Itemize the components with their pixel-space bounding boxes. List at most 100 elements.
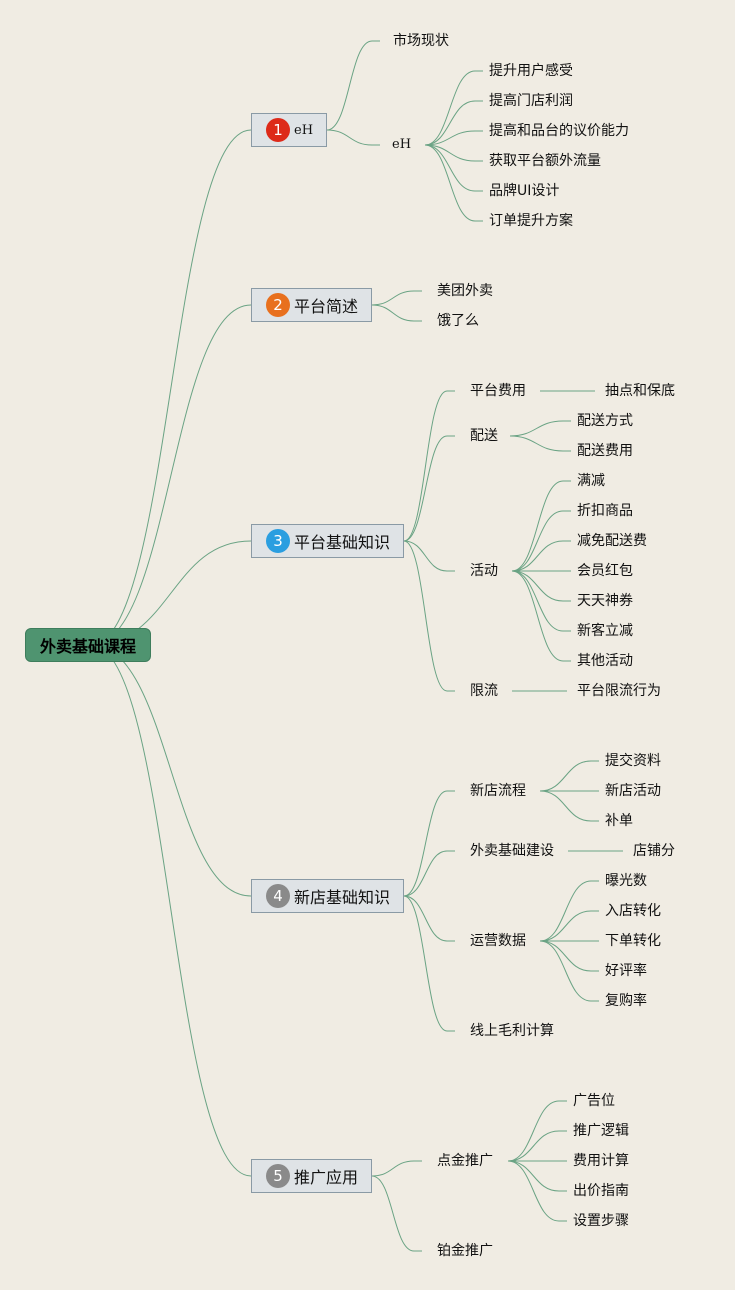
topic-to-child-line [371, 1160, 415, 1177]
topic-to-child-line [403, 850, 448, 897]
root-to-topic-line [90, 129, 252, 646]
child-to-leaf-line [511, 540, 564, 572]
topic-label: 平台简述 [294, 297, 359, 316]
root-to-topic-line [90, 644, 252, 1177]
leaf-node[interactable]: 费用计算 [573, 1153, 629, 1169]
leaf-node[interactable]: 复购率 [605, 993, 647, 1009]
child-to-leaf-line [539, 940, 592, 1002]
child-to-leaf-line [511, 510, 564, 572]
child-to-leaf-line [539, 790, 592, 822]
topic-label: 平台基础知识 [294, 533, 391, 552]
topic-to-child-line [403, 790, 448, 897]
child-node[interactable]: 点金推广 [437, 1153, 493, 1169]
leaf-node[interactable]: 品牌UI设计 [489, 183, 560, 199]
topic-to-child-line [371, 1175, 415, 1252]
topic-to-child-line [326, 40, 373, 131]
child-node[interactable]: 线上毛利计算 [470, 1023, 554, 1039]
leaf-node[interactable]: 其他活动 [577, 653, 633, 669]
leaf-node[interactable]: 配送方式 [577, 413, 633, 429]
leaf-node[interactable]: 配送费用 [577, 443, 633, 459]
root-to-topic-line [90, 304, 252, 646]
topic-label: 推广应用 [294, 1168, 359, 1187]
child-to-leaf-line [507, 1160, 560, 1222]
topic-to-child-line [326, 129, 373, 146]
leaf-node[interactable]: 设置步骤 [573, 1213, 629, 1229]
topic-to-child-line [371, 304, 415, 322]
leaf-node[interactable]: 新店活动 [605, 783, 661, 799]
topic-to-child-line [403, 435, 448, 542]
child-to-leaf-line [509, 435, 564, 452]
leaf-node[interactable]: 满减 [577, 473, 605, 489]
leaf-node[interactable]: 推广逻辑 [573, 1123, 629, 1139]
leaf-node[interactable]: 折扣商品 [577, 503, 633, 519]
child-node[interactable]: 配送 [470, 428, 498, 444]
topic-to-child-line [403, 540, 448, 692]
child-to-leaf-line [507, 1100, 560, 1162]
child-to-leaf-line [511, 570, 564, 632]
root-node[interactable]: 外卖基础课程 [25, 628, 151, 662]
leaf-node[interactable]: 曝光数 [605, 873, 647, 889]
child-to-leaf-line [539, 940, 592, 972]
child-node[interactable]: 美团外卖 [437, 283, 493, 299]
child-node[interactable]: 铂金推广 [437, 1243, 493, 1259]
leaf-node[interactable]: 减免配送费 [577, 533, 647, 549]
child-node[interactable]: 限流 [470, 683, 498, 699]
child-to-leaf-line [507, 1160, 560, 1192]
leaf-node[interactable]: 订单提升方案 [489, 213, 573, 229]
child-to-leaf-line [424, 144, 476, 222]
child-to-leaf-line [509, 420, 564, 437]
topic-to-child-line [403, 390, 448, 542]
child-node[interactable]: 市场现状 [393, 33, 449, 49]
child-node[interactable]: 平台费用 [470, 383, 526, 399]
number-badge-icon: 1 [266, 118, 290, 142]
leaf-node[interactable]: 好评率 [605, 963, 647, 979]
child-to-leaf-line [424, 130, 476, 146]
child-to-leaf-line [539, 910, 592, 942]
child-node[interactable]: 活动 [470, 563, 498, 579]
leaf-node[interactable]: 提交资料 [605, 753, 661, 769]
leaf-node[interactable]: 会员红包 [577, 563, 633, 579]
topic-label: eH [294, 122, 314, 138]
child-to-leaf-line [539, 760, 592, 792]
leaf-node[interactable]: 出价指南 [573, 1183, 629, 1199]
leaf-node[interactable]: 提高门店利润 [489, 93, 573, 109]
child-to-leaf-line [511, 480, 564, 572]
child-to-leaf-line [511, 570, 564, 602]
child-node[interactable]: 外卖基础建设 [470, 843, 554, 859]
leaf-node[interactable]: 天天神券 [577, 593, 633, 609]
child-node[interactable]: eH [392, 137, 412, 152]
child-node[interactable]: 新店流程 [470, 783, 526, 799]
topic-to-child-line [403, 540, 448, 572]
child-to-leaf-line [424, 144, 476, 162]
leaf-node[interactable]: 提升用户感受 [489, 63, 573, 79]
leaf-node[interactable]: 平台限流行为 [577, 683, 661, 699]
number-badge-icon: 3 [266, 529, 290, 553]
child-to-leaf-line [424, 100, 476, 146]
leaf-node[interactable]: 抽点和保底 [605, 383, 675, 399]
leaf-node[interactable]: 获取平台额外流量 [489, 153, 601, 169]
leaf-node[interactable]: 入店转化 [605, 903, 661, 919]
child-to-leaf-line [507, 1130, 560, 1162]
number-badge-icon: 5 [266, 1164, 290, 1188]
leaf-node[interactable]: 补单 [605, 813, 633, 829]
child-node[interactable]: 运营数据 [470, 933, 526, 949]
leaf-node[interactable]: 新客立减 [577, 623, 633, 639]
leaf-node[interactable]: 提高和品台的议价能力 [489, 123, 629, 139]
topic-to-child-line [403, 895, 448, 1032]
leaf-node[interactable]: 店铺分 [633, 843, 675, 859]
child-to-leaf-line [424, 144, 476, 192]
topic-to-child-line [403, 895, 448, 942]
leaf-node[interactable]: 广告位 [573, 1093, 615, 1109]
child-to-leaf-line [424, 70, 476, 146]
topic-to-child-line [371, 290, 415, 306]
child-node[interactable]: 饿了么 [437, 313, 479, 329]
number-badge-icon: 2 [266, 293, 290, 317]
leaf-node[interactable]: 下单转化 [605, 933, 661, 949]
